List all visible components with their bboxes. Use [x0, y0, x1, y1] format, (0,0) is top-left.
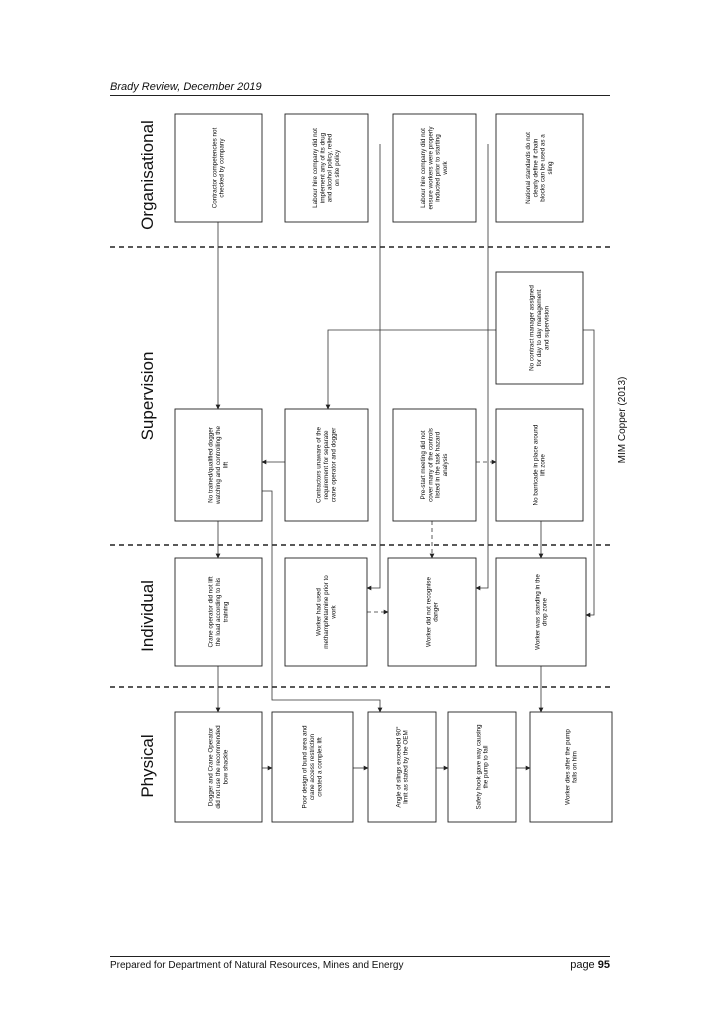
- diagram-credit: MIM Copper (2013): [617, 377, 628, 464]
- box-sup-4-text: No barricade in place aroundlift zone: [532, 424, 546, 505]
- connector-lines: [215, 144, 595, 771]
- box-phy-1-text: Dogger and Crane Operatordid not use the…: [208, 725, 230, 809]
- box-sup-2: Contractors unaware of therequirement fo…: [284, 408, 369, 522]
- box-sup-4: No barricade in place aroundlift zone: [495, 408, 584, 522]
- box-ind-2: Worker had usedmethamphetamine prior tow…: [284, 557, 368, 667]
- box-phy-4: Safety hook gave way causingthe pump to …: [447, 711, 517, 823]
- box-sup-3: Pre-start meeting did notcover many of t…: [392, 408, 477, 522]
- lane-label-supervision: Supervision: [138, 352, 157, 441]
- box-org-3-text: Labour hire company did notensure worker…: [420, 126, 449, 210]
- box-phy-2-text: Poor design of bund area andcrane access…: [302, 725, 324, 808]
- box-sup-1: No trained/qualified doggerwatching and …: [174, 408, 263, 522]
- header-rule: [110, 95, 610, 96]
- box-phy-3-text: Angle of slings exceeded 90°limit as sta…: [394, 726, 409, 808]
- box-ind-3-text: Worker did not recognisedanger: [425, 577, 439, 647]
- box-org-1-text: Contractor competencies notchecked by co…: [211, 128, 225, 209]
- box-sup-3-text: Pre-start meeting did notcover many of t…: [420, 428, 449, 502]
- box-org-2-text: Labour hire company did notimplement any…: [312, 128, 341, 208]
- document-header: Brady Review, December 2019: [110, 81, 262, 93]
- box-sup-1-text: No trained/qualified doggerwatching and …: [208, 425, 230, 505]
- page-label: page: [570, 959, 595, 971]
- box-org-2: Labour hire company did notimplement any…: [284, 113, 369, 223]
- page-number-value: 95: [597, 959, 610, 971]
- lane-label-physical: Physical: [138, 734, 157, 797]
- box-ind-1: Crane operator did not liftthe load acco…: [174, 557, 263, 667]
- box-org-3: Labour hire company did notensure worker…: [392, 113, 477, 223]
- box-ind-1-text: Crane operator did not liftthe load acco…: [208, 576, 230, 647]
- box-phy-5-text: Worker dies after the pumpfalls on him: [564, 729, 578, 805]
- box-sup-5: No contract manager assignedfor day to d…: [495, 271, 584, 385]
- box-ind-3: Worker did not recognisedanger: [387, 557, 477, 667]
- box-phy-1: Dogger and Crane Operatordid not use the…: [174, 711, 263, 823]
- page-number: page 95: [570, 959, 610, 971]
- box-phy-5: Worker dies after the pumpfalls on him: [529, 711, 613, 823]
- box-org-1: Contractor competencies notchecked by co…: [174, 113, 263, 223]
- box-ind-4: Worker was standing in thedrop zone: [495, 557, 587, 667]
- box-phy-4-text: Safety hook gave way causingthe pump to …: [475, 724, 489, 810]
- box-sup-2-text: Contractors unaware of therequirement fo…: [316, 427, 338, 503]
- box-org-4-text: National standards do notclearly define …: [525, 132, 554, 204]
- box-phy-3: Angle of slings exceeded 90°limit as sta…: [367, 711, 437, 823]
- box-phy-2: Poor design of bund area andcrane access…: [271, 711, 354, 823]
- box-ind-4-text: Worker was standing in thedrop zone: [534, 574, 548, 650]
- box-org-4: National standards do notclearly define …: [495, 113, 584, 223]
- footer-rule: [110, 956, 610, 957]
- box-sup-5-text: No contract manager assignedfor day to d…: [529, 285, 551, 371]
- lane-label-individual: Individual: [138, 580, 157, 652]
- lane-label-organisational: Organisational: [138, 120, 157, 230]
- box-ind-2-text: Worker had usedmethamphetamine prior tow…: [316, 575, 338, 649]
- footer-prepared-for: Prepared for Department of Natural Resou…: [110, 960, 404, 971]
